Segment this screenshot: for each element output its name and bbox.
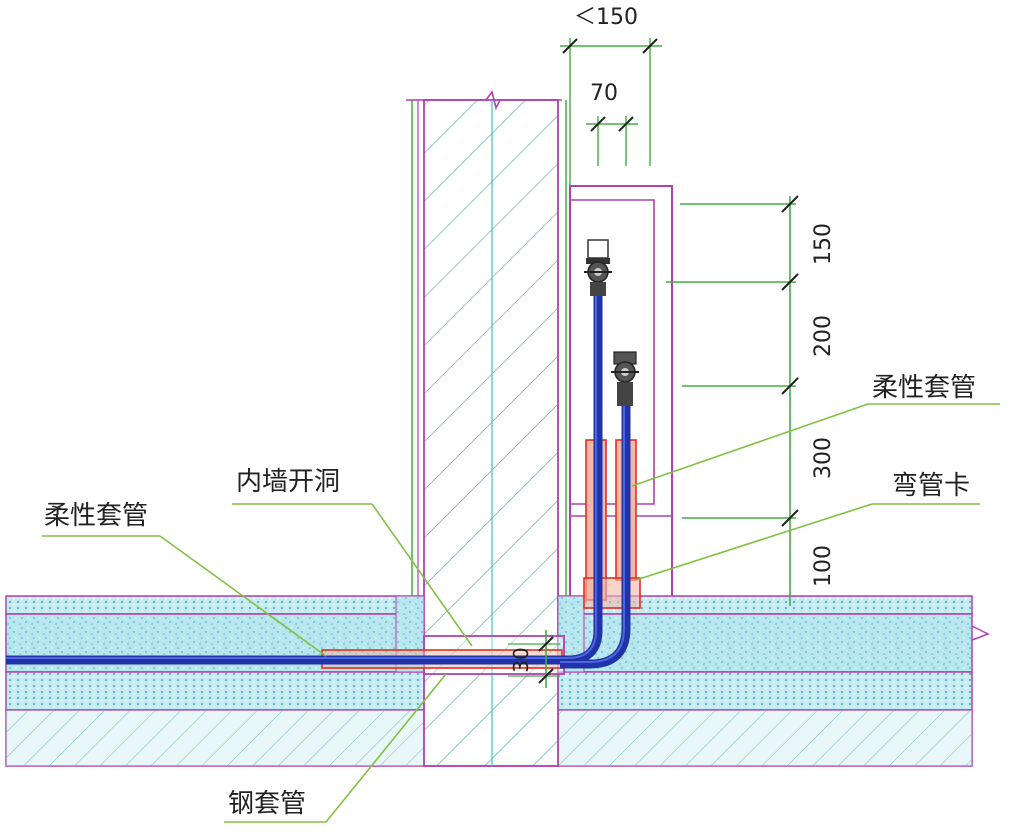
elbow-clip-box — [583, 577, 641, 609]
dim-v2: 200 — [811, 315, 836, 357]
pipes — [6, 292, 631, 669]
box-inner — [570, 199, 655, 505]
callout-sleeve-lower: 柔性套管 — [42, 501, 327, 657]
label-wall-opening: 内墙开洞 — [236, 467, 340, 497]
box-outer — [569, 185, 673, 596]
dim-wall-offset: 30 — [509, 647, 533, 672]
pipe-second-highlight — [560, 404, 625, 663]
label-sleeve-upper: 柔性套管 — [872, 373, 976, 403]
dim-pipe-spacing: 70 — [590, 81, 618, 106]
dim-v1: 150 — [811, 223, 836, 265]
label-elbow-clip: 弯管卡 — [892, 471, 970, 501]
dimension-top: ＜150 — [560, 5, 662, 186]
dim-v4: 100 — [811, 545, 836, 587]
break-mark-right — [971, 625, 990, 641]
callout-steel-sleeve: 钢套管 — [224, 673, 447, 823]
dim-top-width: ＜150 — [574, 5, 638, 30]
wall-outline — [423, 99, 559, 767]
wall-top-break — [406, 90, 562, 111]
pipe-second — [560, 404, 631, 669]
callout-sleeve-upper: 柔性套管 — [631, 373, 1000, 487]
callout-wall-opening: 内墙开洞 — [232, 467, 473, 647]
dimension-pipe-spacing: 70 — [586, 81, 638, 166]
pipe-main-highlight — [6, 292, 597, 659]
dimension-wall-offset: 30 — [508, 630, 560, 688]
dimension-right: 150 200 300 100 — [666, 195, 836, 606]
valve-upper-icon — [584, 239, 612, 296]
dim-v3: 300 — [811, 437, 836, 479]
label-steel-sleeve: 钢套管 — [228, 789, 306, 819]
valve-lower-icon — [611, 351, 639, 406]
callout-elbow-clip: 弯管卡 — [635, 471, 980, 581]
label-sleeve-lower: 柔性套管 — [44, 501, 148, 531]
